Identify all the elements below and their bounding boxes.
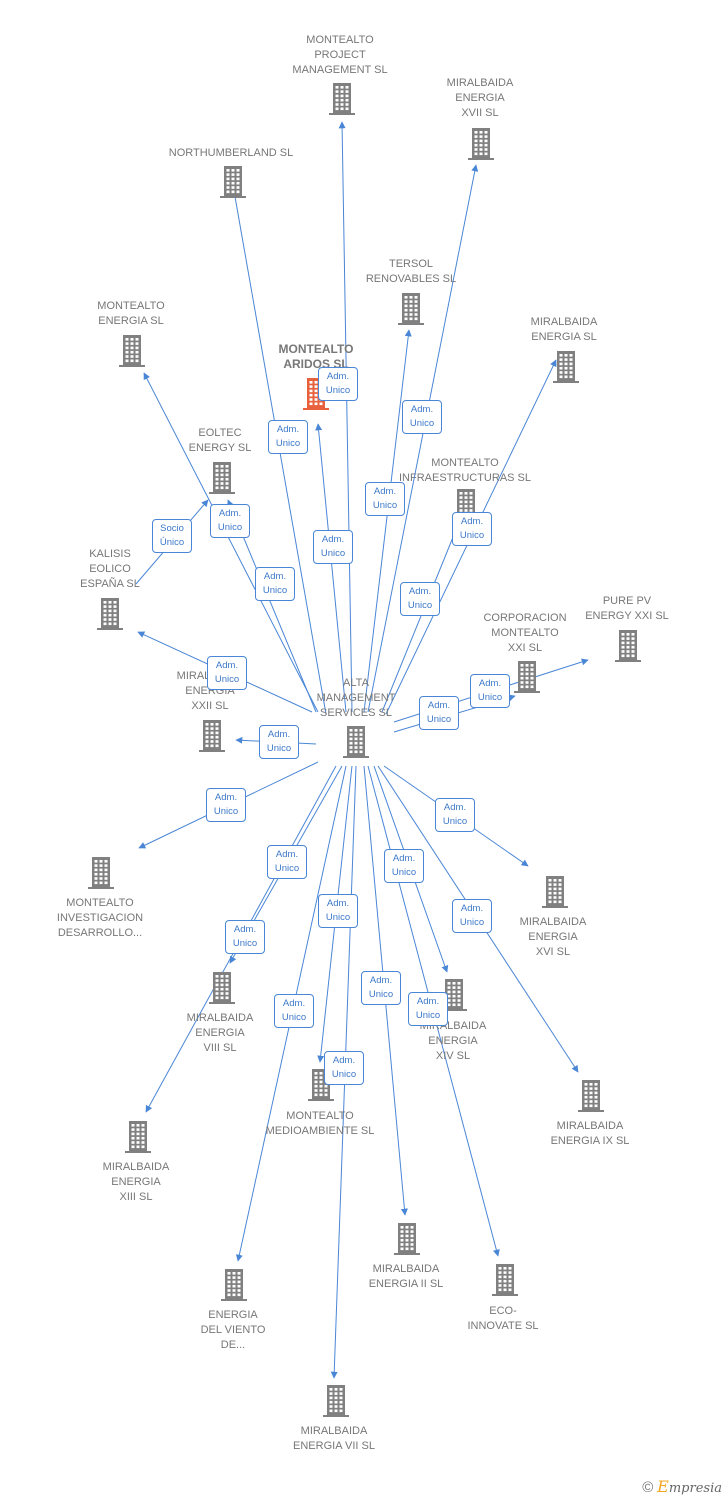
company-name[interactable]: MIRALBAIDA ENERGIA VII SL — [293, 1425, 375, 1452]
company-name[interactable]: MIRALBAIDA ENERGIA II SL — [368, 1263, 444, 1290]
company-name[interactable]: MIRALBAIDA ENERGIA XVI SL — [519, 916, 587, 958]
company-name[interactable]: MONTEALTO MEDIOAMBIENTE SL — [265, 1110, 375, 1137]
edge-label-miralbaida_energia: Adm. Unico — [452, 512, 492, 546]
edge-alta-to-montealto_infra — [381, 519, 461, 713]
empresia-logo: © Empresia — [642, 1477, 722, 1496]
edge-label-montealto_id: Adm. Unico — [206, 788, 246, 822]
building-icon[interactable] — [209, 972, 235, 1009]
company-name[interactable]: NORTHUMBERLAND SL — [168, 147, 294, 159]
edge-label-northumberland: Adm. Unico — [268, 420, 308, 454]
company-name[interactable]: MIRALBAIDA ENERGIA XVII SL — [446, 77, 514, 119]
building-icon[interactable] — [220, 166, 246, 203]
edge-label-montealto_infra: Adm. Unico — [400, 582, 440, 616]
company-name[interactable]: MONTEALTO INFRAESTRUCTURAS SL — [398, 457, 532, 484]
edge-label-miralbaida_vii: Adm. Unico — [324, 1051, 364, 1085]
edge-label-miralbaida_xvii: Adm. Unico — [402, 400, 442, 434]
edge-label-miralbaida_viii: Adm. Unico — [267, 845, 307, 879]
building-icon[interactable] — [125, 1121, 151, 1158]
edge-label-eoltec: Socio Único — [152, 519, 192, 553]
building-icon[interactable] — [329, 83, 355, 120]
edge-label-miralbaida_xiii: Adm. Unico — [225, 920, 265, 954]
building-icon[interactable] — [542, 876, 568, 913]
building-icon[interactable] — [394, 1223, 420, 1260]
building-icon[interactable] — [514, 661, 540, 698]
company-name[interactable]: EOLTEC ENERGY SL — [188, 427, 252, 454]
edge-label-energia_viento: Adm. Unico — [274, 994, 314, 1028]
edge-alta-to-montealto_pm — [338, 121, 353, 713]
brand-name: mpresia — [668, 1481, 722, 1496]
copyright-symbol: © — [642, 1479, 654, 1496]
edge-alta-to-montealto_aridos — [315, 423, 347, 713]
company-name[interactable]: MIRALBAIDA ENERGIA XIV SL — [419, 1020, 487, 1062]
edge-label-kalisis: Adm. Unico — [207, 656, 247, 690]
building-icon[interactable] — [221, 1269, 247, 1306]
company-name[interactable]: MONTEALTO ARIDOS SL — [278, 342, 354, 371]
building-icon[interactable] — [441, 979, 467, 1016]
building-icon[interactable] — [578, 1080, 604, 1117]
edge-label-miralbaida_xvi: Adm. Unico — [435, 798, 475, 832]
company-name[interactable]: MIRALBAIDA ENERGIA XIII SL — [102, 1161, 170, 1203]
edge-label-pure_pv: Adm. Unico — [470, 674, 510, 708]
building-icon[interactable] — [468, 128, 494, 165]
edge-label-montealto_pm: Adm. Unico — [318, 367, 358, 401]
edge-label-miralbaida_ix: Adm. Unico — [452, 899, 492, 933]
edge-alta-to-tersol — [363, 329, 412, 713]
company-name[interactable]: ENERGIA DEL VIENTO DE... — [200, 1309, 266, 1351]
company-name[interactable]: MONTEALTO INVESTIGACION DESARROLLO... — [56, 897, 144, 939]
building-icon[interactable] — [88, 857, 114, 894]
company-name[interactable]: MIRALBAIDA ENERGIA SL — [530, 316, 598, 343]
building-icon[interactable] — [97, 598, 123, 635]
edge-label-montealto_medio: Adm. Unico — [318, 894, 358, 928]
building-icon[interactable] — [398, 293, 424, 330]
company-name[interactable]: CORPORACION MONTEALTO XXI SL — [483, 612, 567, 654]
company-name[interactable]: MIRALBAIDA ENERGIA IX SL — [550, 1120, 630, 1147]
company-name[interactable]: MONTEALTO ENERGIA SL — [97, 300, 165, 327]
edge-label-tersol: Adm. Unico — [365, 482, 405, 516]
company-name[interactable]: ECO- INNOVATE SL — [467, 1305, 539, 1332]
edge-alta-to-miralbaida_xvii — [367, 164, 479, 713]
edge-label-montealto_aridos: Adm. Unico — [313, 530, 353, 564]
edge-label-miralbaida_xiv: Adm. Unico — [384, 849, 424, 883]
edge-label-miralbaida_xxii: Adm. Unico — [259, 725, 299, 759]
company-name[interactable]: ALTA MANAGEMENT SERVICES SL — [316, 677, 396, 719]
company-name[interactable]: MONTEALTO PROJECT MANAGEMENT SL — [292, 34, 388, 76]
building-icon[interactable] — [119, 335, 145, 372]
building-icon[interactable] — [323, 1385, 349, 1422]
building-icon[interactable] — [615, 630, 641, 667]
edge-alta-to-montealto_energia — [143, 372, 319, 713]
edge-label-miralbaida_ii: Adm. Unico — [361, 971, 401, 1005]
edge-label-eco_innovate: Adm. Unico — [408, 992, 448, 1026]
building-icon[interactable] — [492, 1264, 518, 1301]
edge-label-corporacion: Adm. Unico — [419, 696, 459, 730]
building-icon[interactable] — [199, 720, 225, 757]
building-icon[interactable] — [553, 351, 579, 388]
edge-label-montealto_energia: Adm. Unico — [210, 504, 250, 538]
building-icon[interactable] — [209, 462, 235, 499]
company-name[interactable]: TERSOL RENOVABLES SL — [365, 258, 457, 285]
brand-initial: E — [657, 1477, 669, 1496]
building-icon[interactable] — [343, 726, 369, 763]
company-name[interactable]: KALISIS EOLICO ESPAÑA SL — [80, 548, 140, 590]
company-name[interactable]: PURE PV ENERGY XXI SL — [585, 595, 669, 622]
company-name[interactable]: MIRALBAIDA ENERGIA VIII SL — [186, 1012, 254, 1054]
edge-label-eoltec: Adm. Unico — [255, 567, 295, 601]
